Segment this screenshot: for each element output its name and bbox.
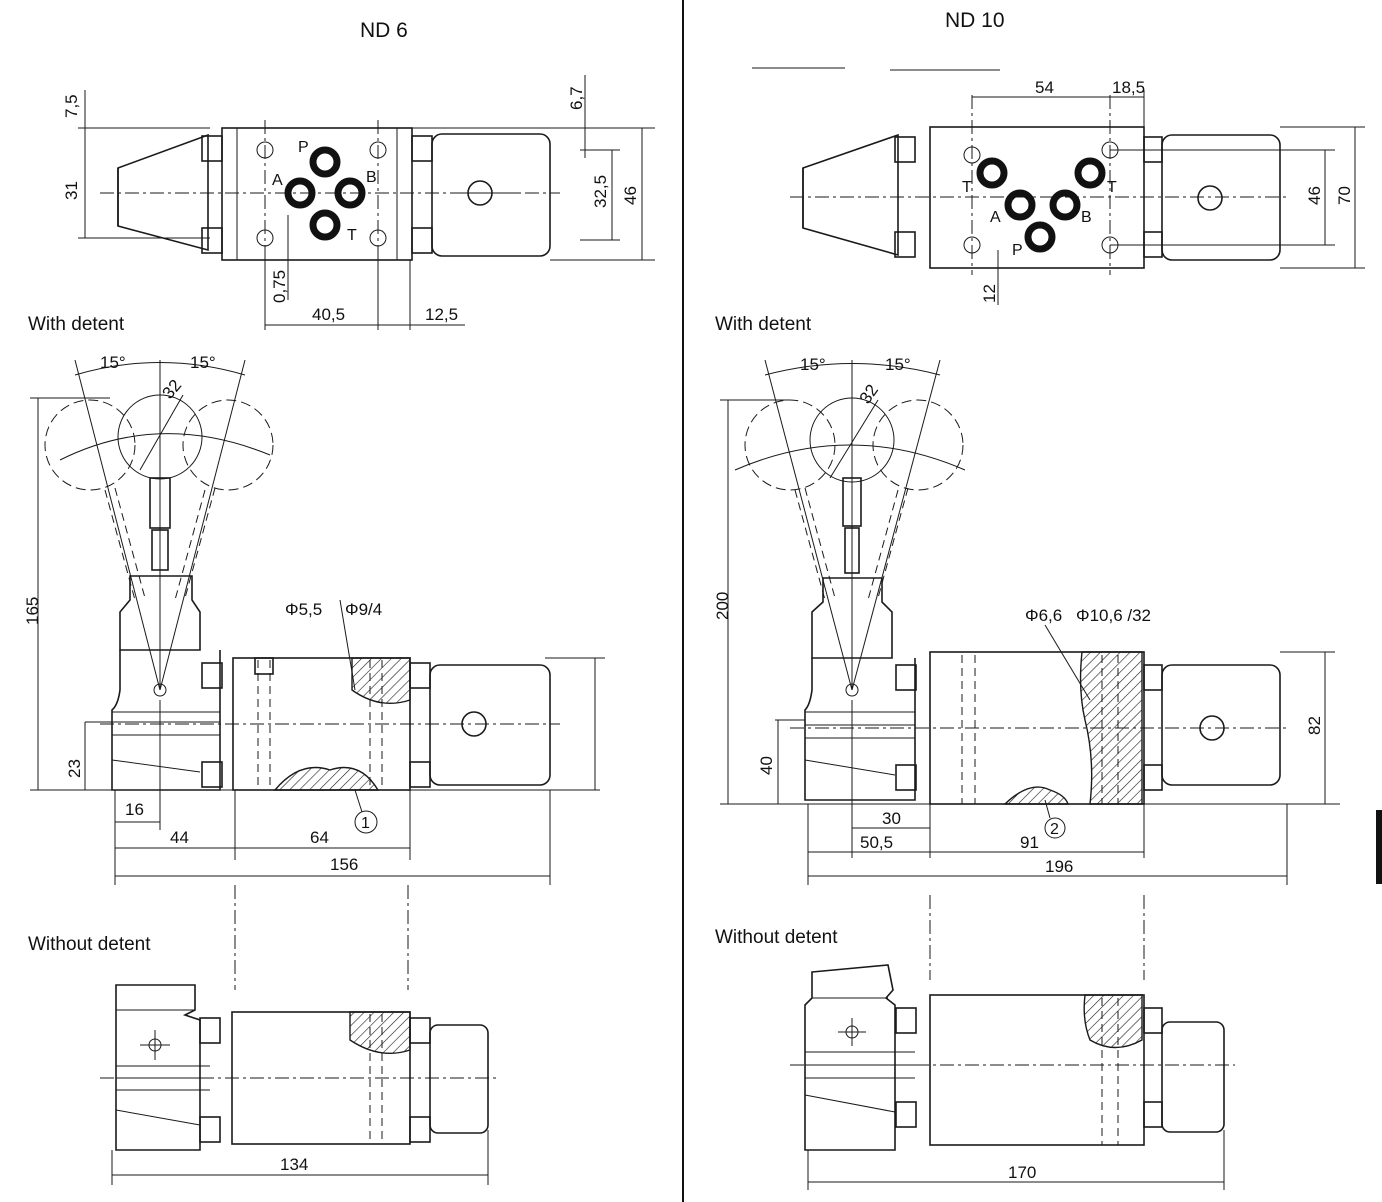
svg-text:134: 134 xyxy=(280,1155,308,1174)
svg-text:64: 64 xyxy=(310,828,329,847)
port-b-icon xyxy=(1049,189,1081,221)
port-b-icon xyxy=(334,177,366,209)
port-t2-icon xyxy=(1074,157,1106,189)
svg-text:P: P xyxy=(1012,242,1023,259)
left-top-view: P A B T 7,5 31 6,7 32,5 46 0,75 40,5 12,… xyxy=(62,75,655,330)
svg-text:196: 196 xyxy=(1045,857,1073,876)
svg-text:Φ5,5: Φ5,5 xyxy=(285,600,322,619)
svg-text:15°: 15° xyxy=(885,355,911,374)
svg-text:15°: 15° xyxy=(100,353,126,372)
svg-text:T: T xyxy=(1107,179,1117,196)
svg-text:165: 165 xyxy=(23,597,42,625)
svg-text:Φ10,6 /32: Φ10,6 /32 xyxy=(1076,606,1151,625)
svg-text:46: 46 xyxy=(621,186,640,205)
svg-text:23: 23 xyxy=(65,759,84,778)
port-a-icon xyxy=(1004,189,1036,221)
svg-text:46: 46 xyxy=(1305,186,1324,205)
right-side-view-detent: 15° 15° 32 Φ6,6 Φ10,6 /32 2 xyxy=(713,355,1340,980)
svg-text:T: T xyxy=(347,227,357,244)
right-with-detent-label: With detent xyxy=(715,314,812,335)
left-without-detent-label: Without detent xyxy=(28,934,151,955)
left-side-view-nodetent: 134 xyxy=(100,984,500,1185)
svg-text:44: 44 xyxy=(170,828,189,847)
section-tab-marker xyxy=(1376,810,1382,884)
svg-text:156: 156 xyxy=(330,855,358,874)
port-p-icon xyxy=(309,146,341,178)
svg-text:16: 16 xyxy=(125,800,144,819)
svg-text:15°: 15° xyxy=(800,355,826,374)
port-t-icon xyxy=(309,209,341,241)
left-side-view-detent: 15° 15° 32 Φ5,5 Φ9/4 1 xyxy=(23,353,605,990)
svg-text:15°: 15° xyxy=(190,353,216,372)
port-a-icon xyxy=(284,177,316,209)
right-title: ND 10 xyxy=(945,9,1005,32)
svg-text:40: 40 xyxy=(757,756,776,775)
svg-text:7,5: 7,5 xyxy=(62,94,81,118)
svg-text:A: A xyxy=(272,172,283,189)
svg-text:B: B xyxy=(1081,209,1092,226)
left-title: ND 6 xyxy=(360,19,408,42)
right-without-detent-label: Without detent xyxy=(715,927,838,948)
svg-text:200: 200 xyxy=(713,592,732,620)
svg-text:B: B xyxy=(366,169,377,186)
port-t1-icon xyxy=(976,157,1008,189)
svg-text:91: 91 xyxy=(1020,833,1039,852)
svg-text:Φ9/4: Φ9/4 xyxy=(345,600,382,619)
svg-text:32: 32 xyxy=(856,381,882,407)
svg-text:50,5: 50,5 xyxy=(860,833,893,852)
svg-text:40,5: 40,5 xyxy=(312,305,345,324)
left-with-detent-label: With detent xyxy=(28,314,125,335)
svg-text:82: 82 xyxy=(1305,716,1324,735)
svg-text:12,5: 12,5 xyxy=(425,305,458,324)
svg-text:18,5: 18,5 xyxy=(1112,78,1145,97)
svg-text:6,7: 6,7 xyxy=(567,86,586,110)
svg-text:P: P xyxy=(298,139,309,156)
right-top-view: T T A B P 54 18,5 46 70 12 xyxy=(790,78,1365,305)
svg-text:0,75: 0,75 xyxy=(270,270,289,303)
svg-text:54: 54 xyxy=(1035,78,1054,97)
svg-text:30: 30 xyxy=(882,809,901,828)
svg-text:A: A xyxy=(990,209,1001,226)
svg-text:170: 170 xyxy=(1008,1163,1036,1182)
svg-text:32,5: 32,5 xyxy=(591,175,610,208)
right-side-view-nodetent: 170 xyxy=(790,964,1235,1190)
svg-text:Φ6,6: Φ6,6 xyxy=(1025,606,1062,625)
svg-text:70: 70 xyxy=(1335,186,1354,205)
svg-text:12: 12 xyxy=(980,284,999,303)
svg-text:1: 1 xyxy=(361,815,370,832)
svg-text:2: 2 xyxy=(1050,821,1059,838)
svg-text:31: 31 xyxy=(62,181,81,200)
port-p-icon xyxy=(1024,221,1056,253)
svg-text:T: T xyxy=(962,179,972,196)
